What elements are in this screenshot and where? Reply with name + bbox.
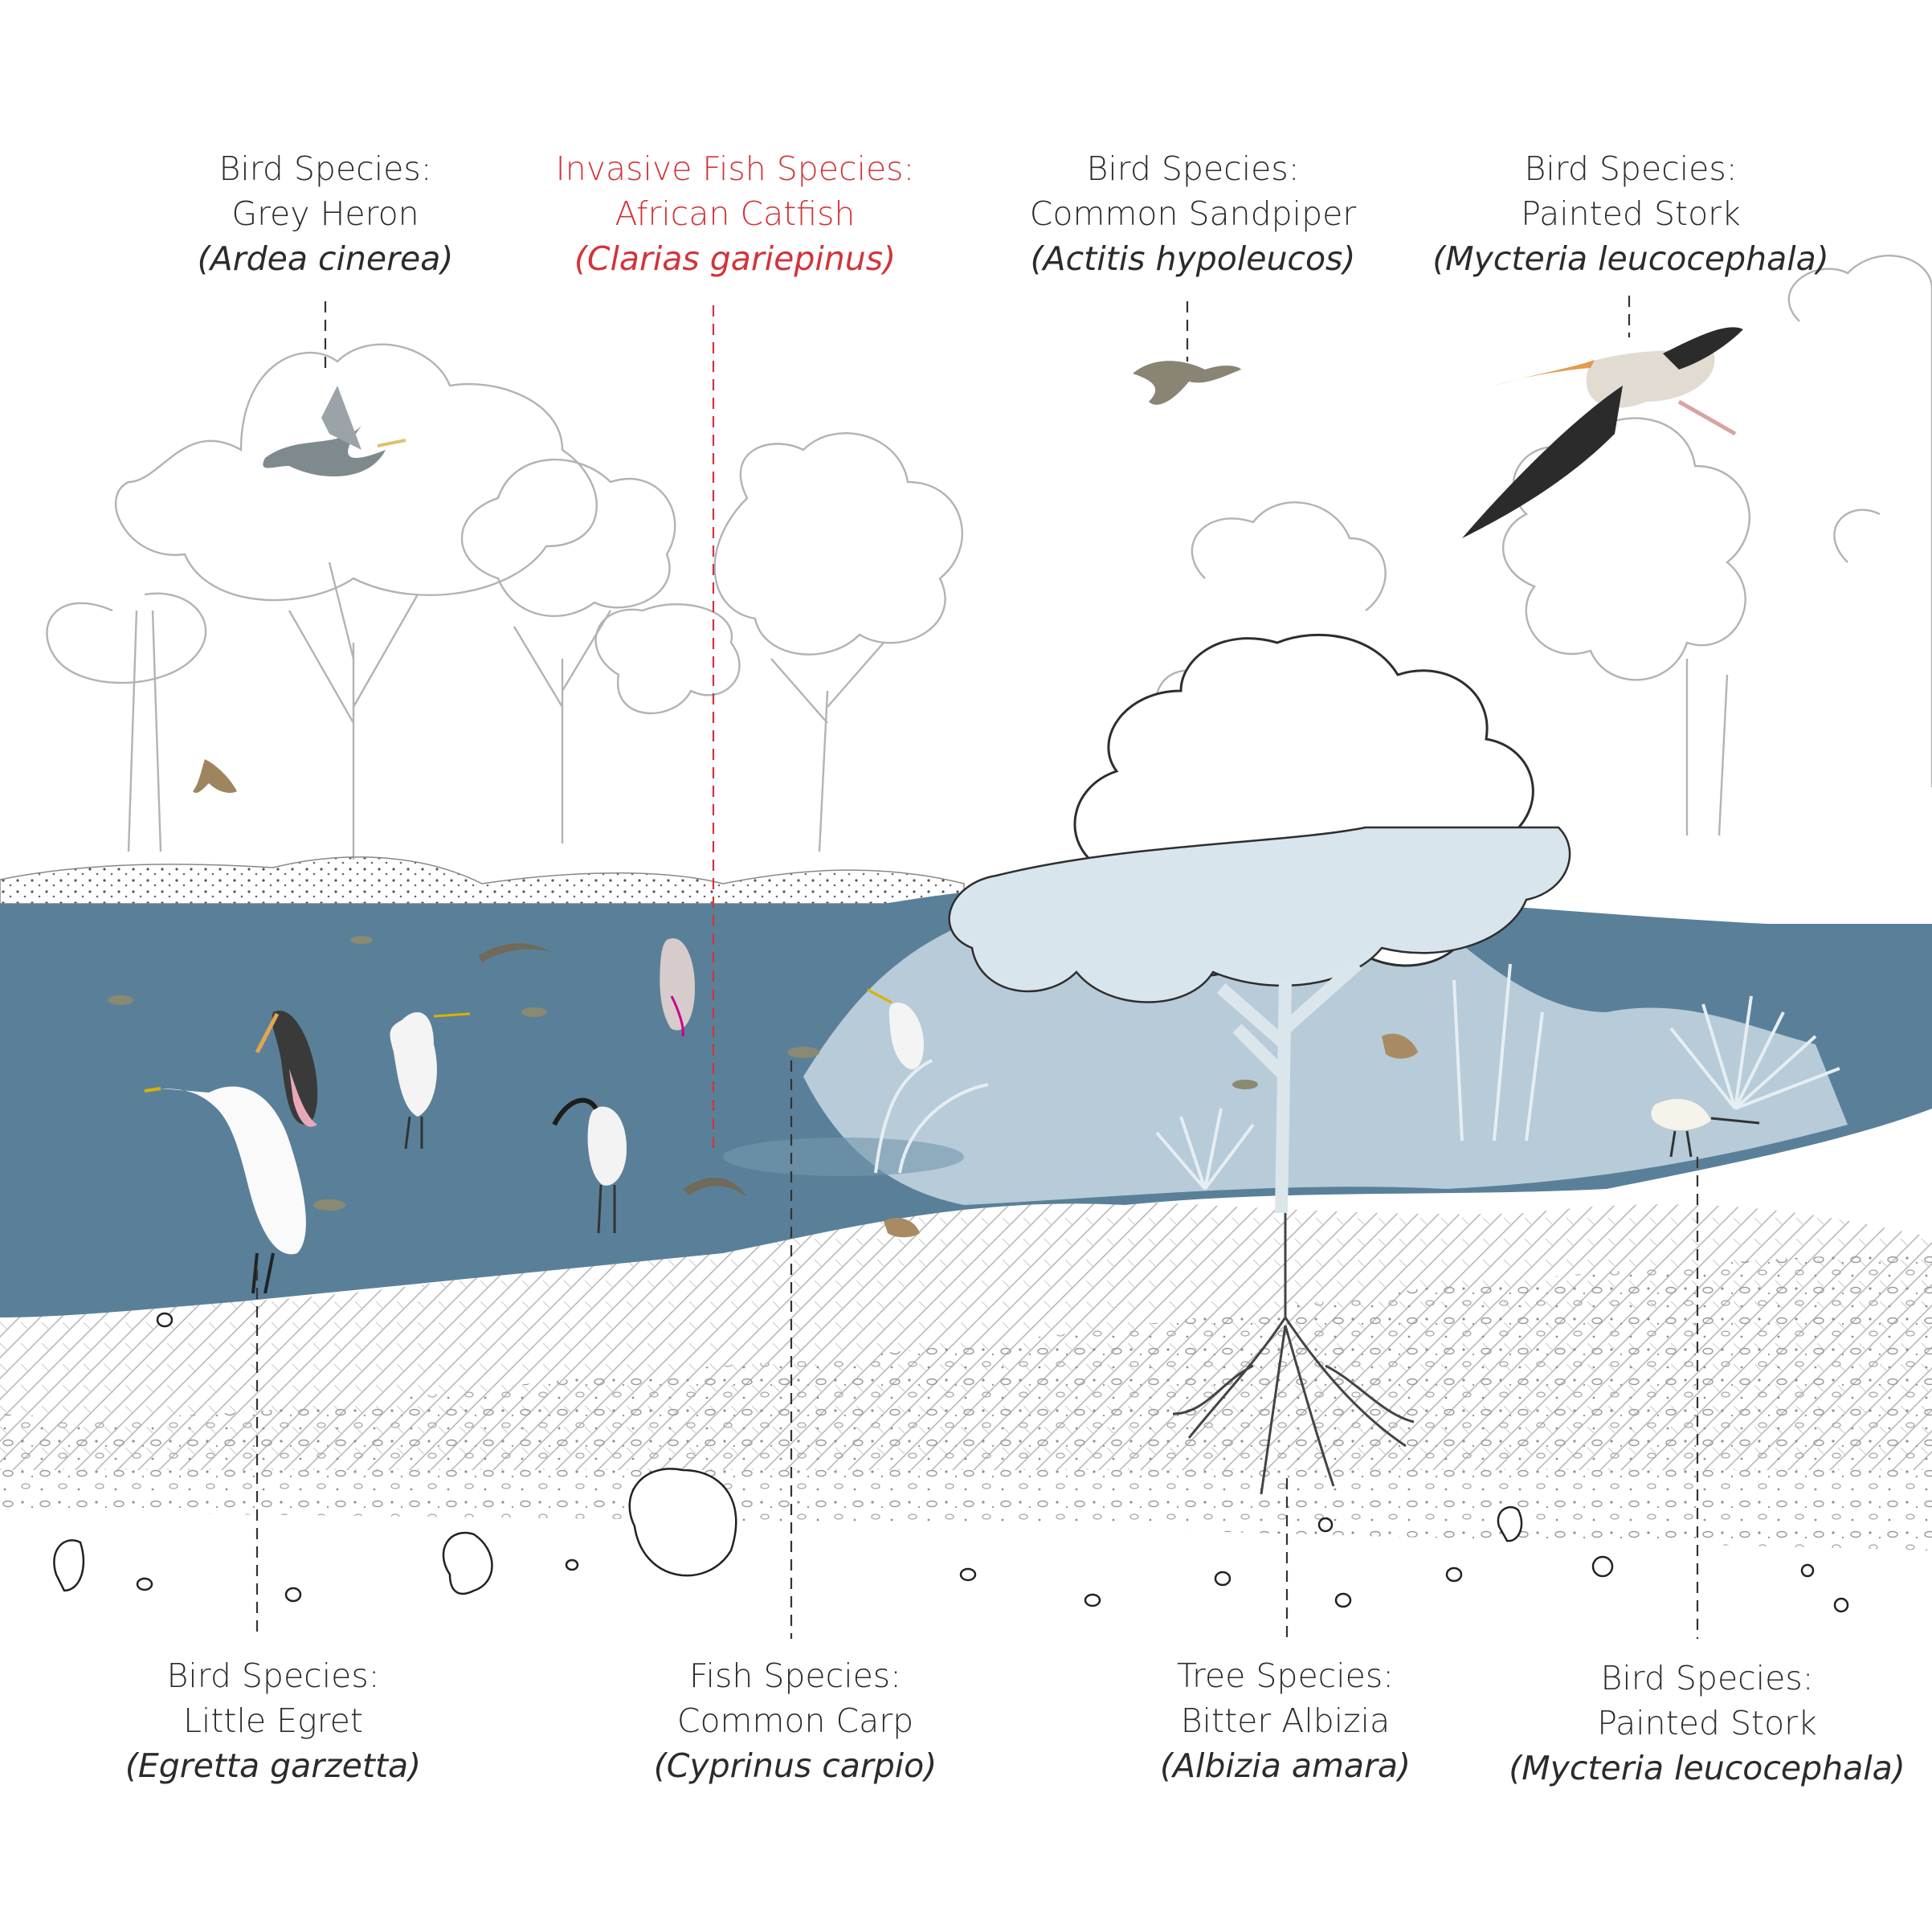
label-scientific-name: (Actitis hypoleucos) — [1030, 239, 1356, 278]
label-category: Tree Species: — [1176, 1656, 1395, 1695]
small-sandpiper-flying — [193, 759, 237, 793]
label-common-name: Painted Stork — [1521, 194, 1741, 233]
painted-stork-bird-standing — [255, 1011, 318, 1127]
leader-lines — [255, 296, 1699, 1639]
label-common-name: Common Sandpiper — [1029, 194, 1357, 233]
label-little-egret: Bird Species: Little Egret (Egretta garz… — [112, 1653, 434, 1788]
spoonbill-bird — [1651, 1098, 1760, 1158]
label-scientific-name: (Ardea cinerea) — [197, 239, 454, 278]
label-common-name: Grey Heron — [231, 194, 419, 233]
painted-stork-bird-flying — [1462, 327, 1743, 538]
egret-bird-standing — [390, 1012, 471, 1150]
label-scientific-name: (Mycteria leucocephala) — [1432, 239, 1829, 278]
label-common-sandpiper: Bird Species: Common Sandpiper (Actitis … — [996, 146, 1390, 281]
label-common-name: Common Carp — [676, 1701, 914, 1740]
label-scientific-name: (Albizia amara) — [1159, 1746, 1411, 1785]
label-category: Bird Species: — [1524, 149, 1738, 188]
label-category: Bird Species: — [1086, 149, 1300, 188]
label-common-carp: Fish Species: Common Carp (Cyprinus carp… — [635, 1653, 956, 1788]
label-painted-stork-top: Bird Species: Painted Stork (Mycteria le… — [1414, 146, 1848, 281]
label-category: Bird Species: — [219, 149, 432, 188]
label-category: Fish Species: — [689, 1656, 901, 1695]
label-category: Invasive Fish Species: — [555, 149, 915, 188]
label-category: Bird Species: — [166, 1656, 380, 1695]
soil-layer-pebbles — [0, 1253, 1932, 1550]
label-grey-heron: Bird Species: Grey Heron (Ardea cinerea) — [165, 146, 486, 281]
albizia-tree — [948, 633, 1571, 1495]
painted-stork-standing-center — [660, 938, 695, 1037]
label-scientific-name: (Clarias gariepinus) — [574, 239, 897, 278]
great-egret-bird — [144, 1086, 306, 1294]
carp-fish — [108, 936, 1258, 1211]
label-common-name: African Catfish — [615, 194, 856, 233]
catfish-fish — [478, 943, 747, 1197]
label-category: Bird Species: — [1600, 1659, 1814, 1697]
label-common-name: Bitter Albizia — [1180, 1701, 1391, 1740]
rocks — [53, 1312, 1849, 1613]
label-common-name: Little Egret — [183, 1701, 363, 1740]
shoreline-berm — [0, 856, 965, 905]
shallow-shelf — [723, 1138, 964, 1176]
label-african-catfish: Invasive Fish Species: African Catfish (… — [522, 146, 948, 281]
background-trees — [46, 255, 1932, 860]
label-scientific-name: (Mycteria leucocephala) — [1509, 1749, 1905, 1787]
label-bitter-albizia: Tree Species: Bitter Albizia (Albizia am… — [1125, 1653, 1446, 1788]
sandpipers-wading — [884, 1033, 1418, 1238]
label-scientific-name: (Egretta garzetta) — [125, 1746, 422, 1785]
label-painted-stork-bottom: Bird Species: Painted Stork (Mycteria le… — [1490, 1656, 1924, 1791]
label-common-name: Painted Stork — [1597, 1704, 1817, 1742]
grey-heron-bird — [263, 386, 406, 477]
common-sandpiper-bird-flying — [1133, 361, 1241, 405]
egret-bird-right — [867, 988, 924, 1070]
label-scientific-name: (Cyprinus carpio) — [653, 1746, 937, 1785]
black-headed-ibis-bird — [552, 1097, 627, 1234]
aquatic-plants — [874, 963, 1840, 1191]
